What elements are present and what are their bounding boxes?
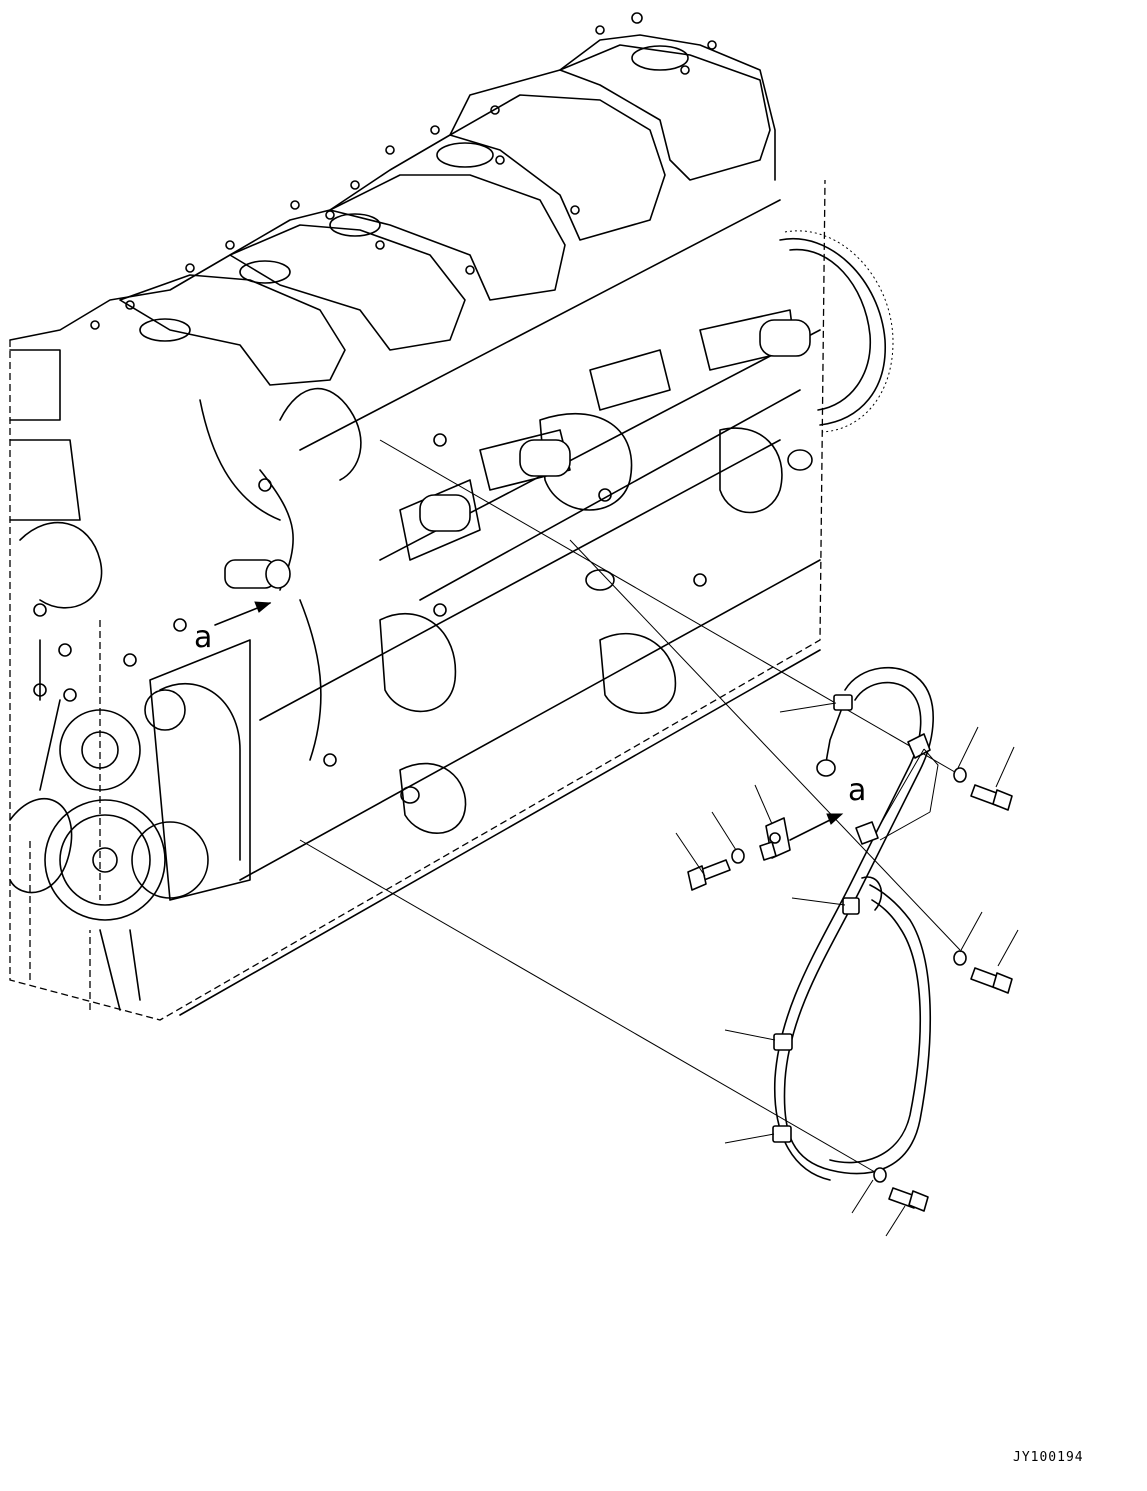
engine-assembly [9,12,894,1021]
clamp-6 [772,1125,792,1143]
bolt-2 [687,859,731,891]
bolt-3 [970,967,1013,994]
leader-lines [299,439,961,1176]
clamp-3 [855,821,879,845]
bolt-4 [888,1187,929,1212]
washer-4 [873,1167,887,1183]
clamp-4 [842,897,860,915]
fasteners [687,767,1013,1212]
view-marker-part: a [789,773,866,841]
washer-1 [953,767,967,783]
bolt-1 [970,784,1013,811]
clamp-1 [833,694,853,711]
view-marker-engine: a [194,601,272,655]
washer-3 [953,950,967,966]
callout-leaders [675,702,1019,1237]
clamp-5 [773,1033,793,1051]
clamp-bracket [759,817,791,861]
washer-2 [731,848,745,864]
view-marker-part-label: a [848,773,866,808]
drawing-code: JY100194 [1013,1450,1084,1465]
harness-assembly [772,666,934,1181]
clamp-2 [907,733,931,759]
view-marker-engine-label: a [194,620,212,655]
